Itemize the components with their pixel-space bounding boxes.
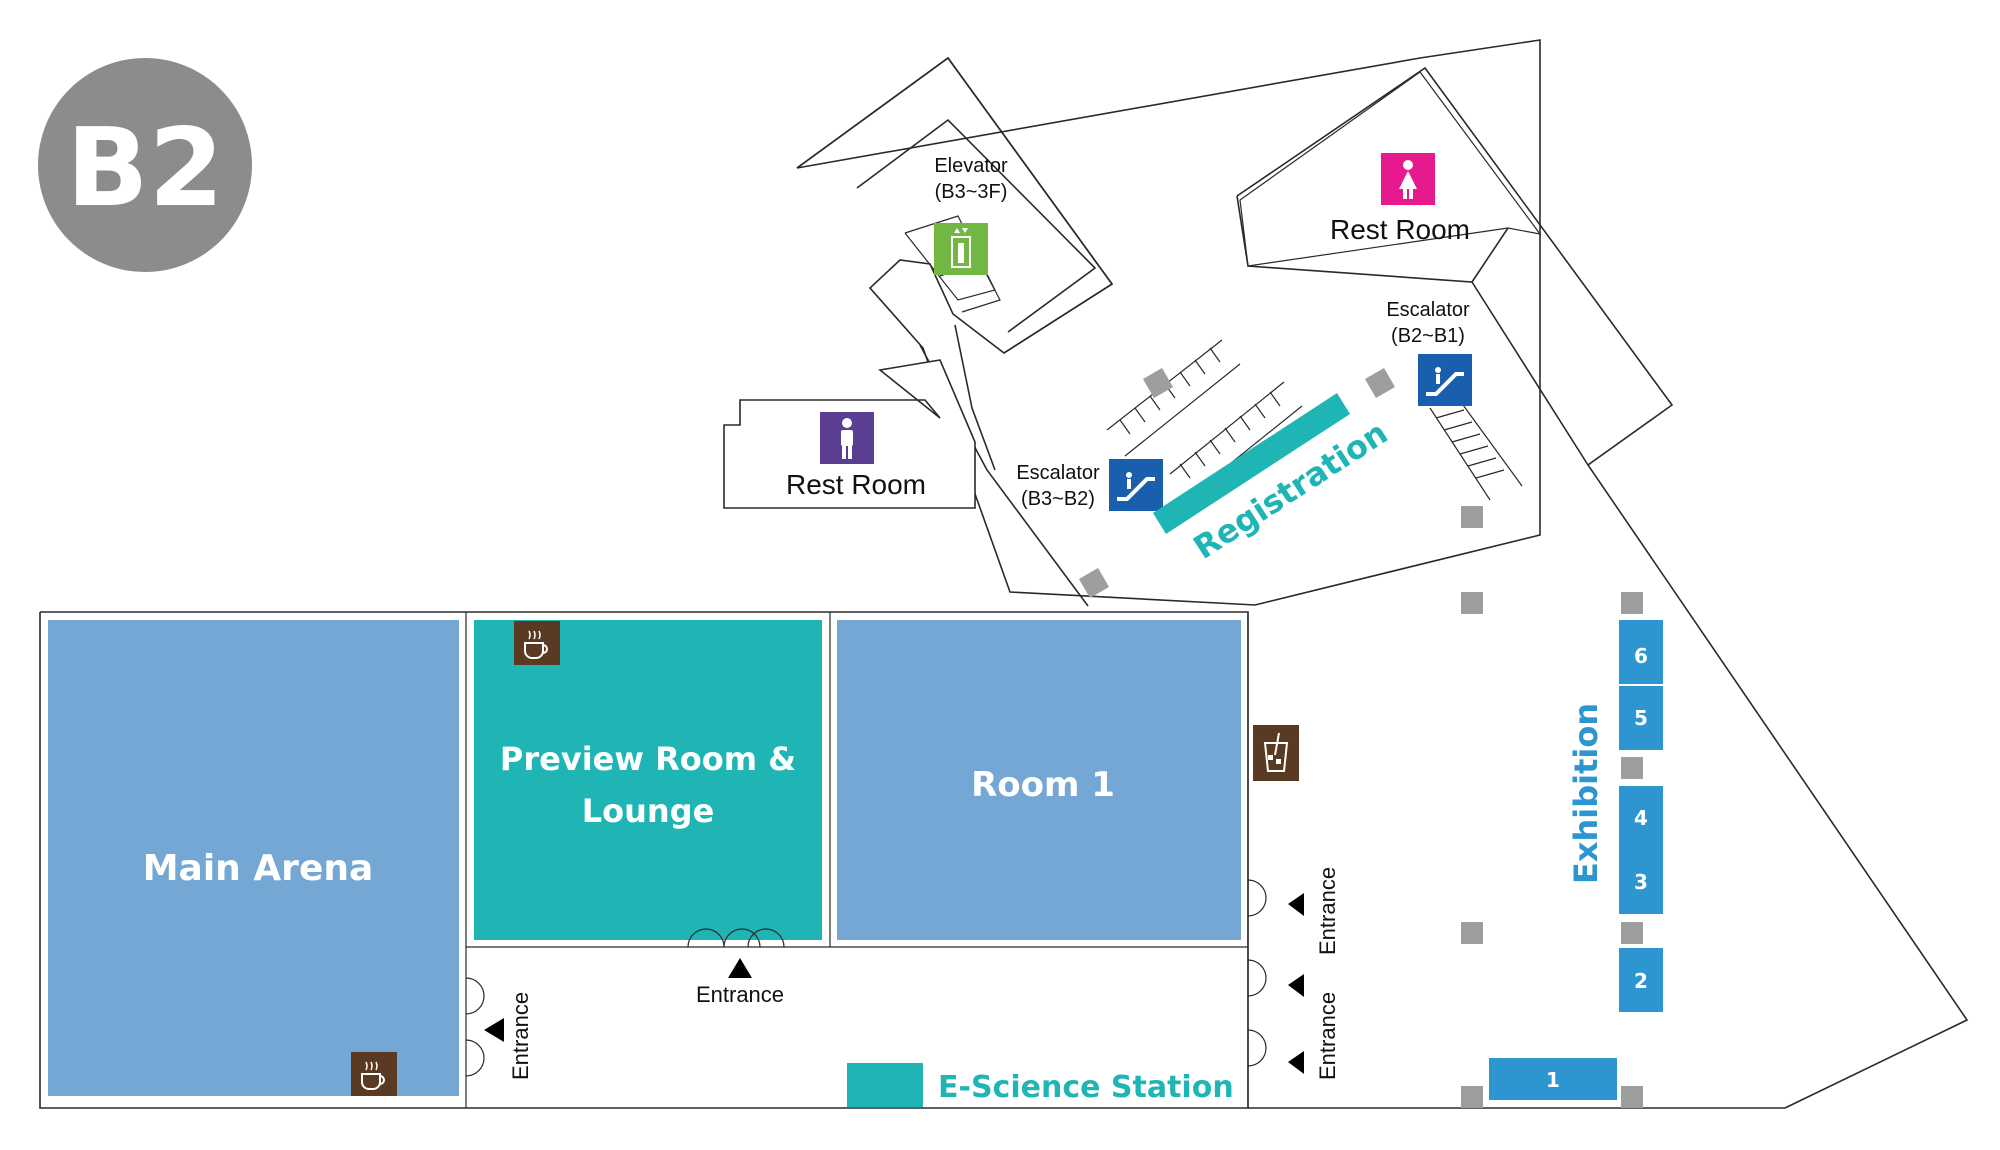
escalator-icon — [1109, 459, 1163, 511]
escalator-b3-b2-label-line1: Escalator — [1016, 462, 1100, 484]
entrance-room1-upper-label: Entrance — [1315, 867, 1340, 955]
lower-building — [39, 611, 1785, 1109]
booth-6[interactable]: 6 — [1619, 620, 1663, 684]
escalator-b3-b2-label-line2: (B3~B2) — [1021, 488, 1095, 510]
escalator-icon — [1418, 354, 1472, 406]
booth-4-label: 4 — [1634, 806, 1648, 830]
women-restroom-icon — [1381, 153, 1435, 205]
elevator-label-line2: (B3~3F) — [935, 181, 1008, 203]
booth-4[interactable]: 4 — [1619, 786, 1663, 850]
restroom-men-label: Rest Room — [786, 469, 926, 500]
booth-5[interactable]: 5 — [1619, 686, 1663, 750]
booth-5-label: 5 — [1634, 706, 1648, 730]
main-arena-room[interactable] — [48, 620, 459, 1096]
booth-6-label: 6 — [1634, 644, 1648, 668]
entrance-room1-lower[interactable]: Entrance — [1288, 974, 1340, 1080]
coffee-cup-icon — [351, 1052, 397, 1096]
elevator-label-line1: Elevator — [934, 155, 1008, 177]
entrance-main-arena-label: Entrance — [508, 992, 533, 1080]
main-arena-label: Main Arena — [143, 848, 374, 889]
entrance-main-arena[interactable]: Entrance — [484, 992, 533, 1080]
e-science-station-legend: E-Science Station — [847, 1063, 1234, 1107]
exhibition-area: Exhibition — [1567, 703, 1605, 884]
booth-2[interactable]: 2 — [1619, 948, 1663, 1012]
restroom-men[interactable]: Rest Room — [786, 412, 926, 500]
booth-1-label: 1 — [1546, 1068, 1560, 1092]
escalator-b2-b1-label-line2: (B2~B1) — [1391, 325, 1465, 347]
entrance-preview[interactable]: Entrance — [696, 958, 784, 1007]
restroom-women[interactable]: Rest Room — [1239, 71, 1542, 267]
iced-drink-icon — [1253, 725, 1299, 781]
booth-2-label: 2 — [1634, 969, 1648, 993]
coffee-cup-icon — [514, 621, 560, 665]
booth-3-label: 3 — [1634, 870, 1648, 894]
men-restroom-icon — [820, 412, 874, 464]
floor-badge: B2 — [38, 58, 252, 272]
entrance-room1-upper[interactable]: Entrance — [1288, 867, 1340, 955]
booth-3[interactable]: 3 — [1619, 850, 1663, 914]
floor-badge-label: B2 — [66, 106, 223, 231]
preview-room-lounge[interactable] — [474, 620, 822, 940]
room-1[interactable] — [837, 620, 1241, 940]
preview-room-label-line2: Lounge — [582, 792, 715, 830]
booth-1[interactable]: 1 — [1489, 1058, 1617, 1100]
elevator[interactable]: Elevator (B3~3F) — [904, 155, 1008, 313]
escalator-b2-b1-label-line1: Escalator — [1386, 299, 1470, 321]
escalator-b2-b1[interactable]: Escalator (B2~B1) — [1386, 299, 1523, 501]
preview-room-label-line1: Preview Room & — [500, 740, 796, 778]
e-science-station-label: E-Science Station — [938, 1070, 1234, 1105]
restroom-women-label: Rest Room — [1330, 214, 1470, 245]
entrance-room1-lower-label: Entrance — [1315, 992, 1340, 1080]
doors — [465, 879, 1267, 1077]
entrance-preview-label: Entrance — [696, 982, 784, 1007]
building-walls — [723, 39, 1969, 1109]
room-1-label: Room 1 — [971, 765, 1115, 805]
exhibition-label: Exhibition — [1567, 703, 1605, 884]
pillars — [1078, 367, 1643, 1108]
elevator-icon — [934, 223, 988, 275]
